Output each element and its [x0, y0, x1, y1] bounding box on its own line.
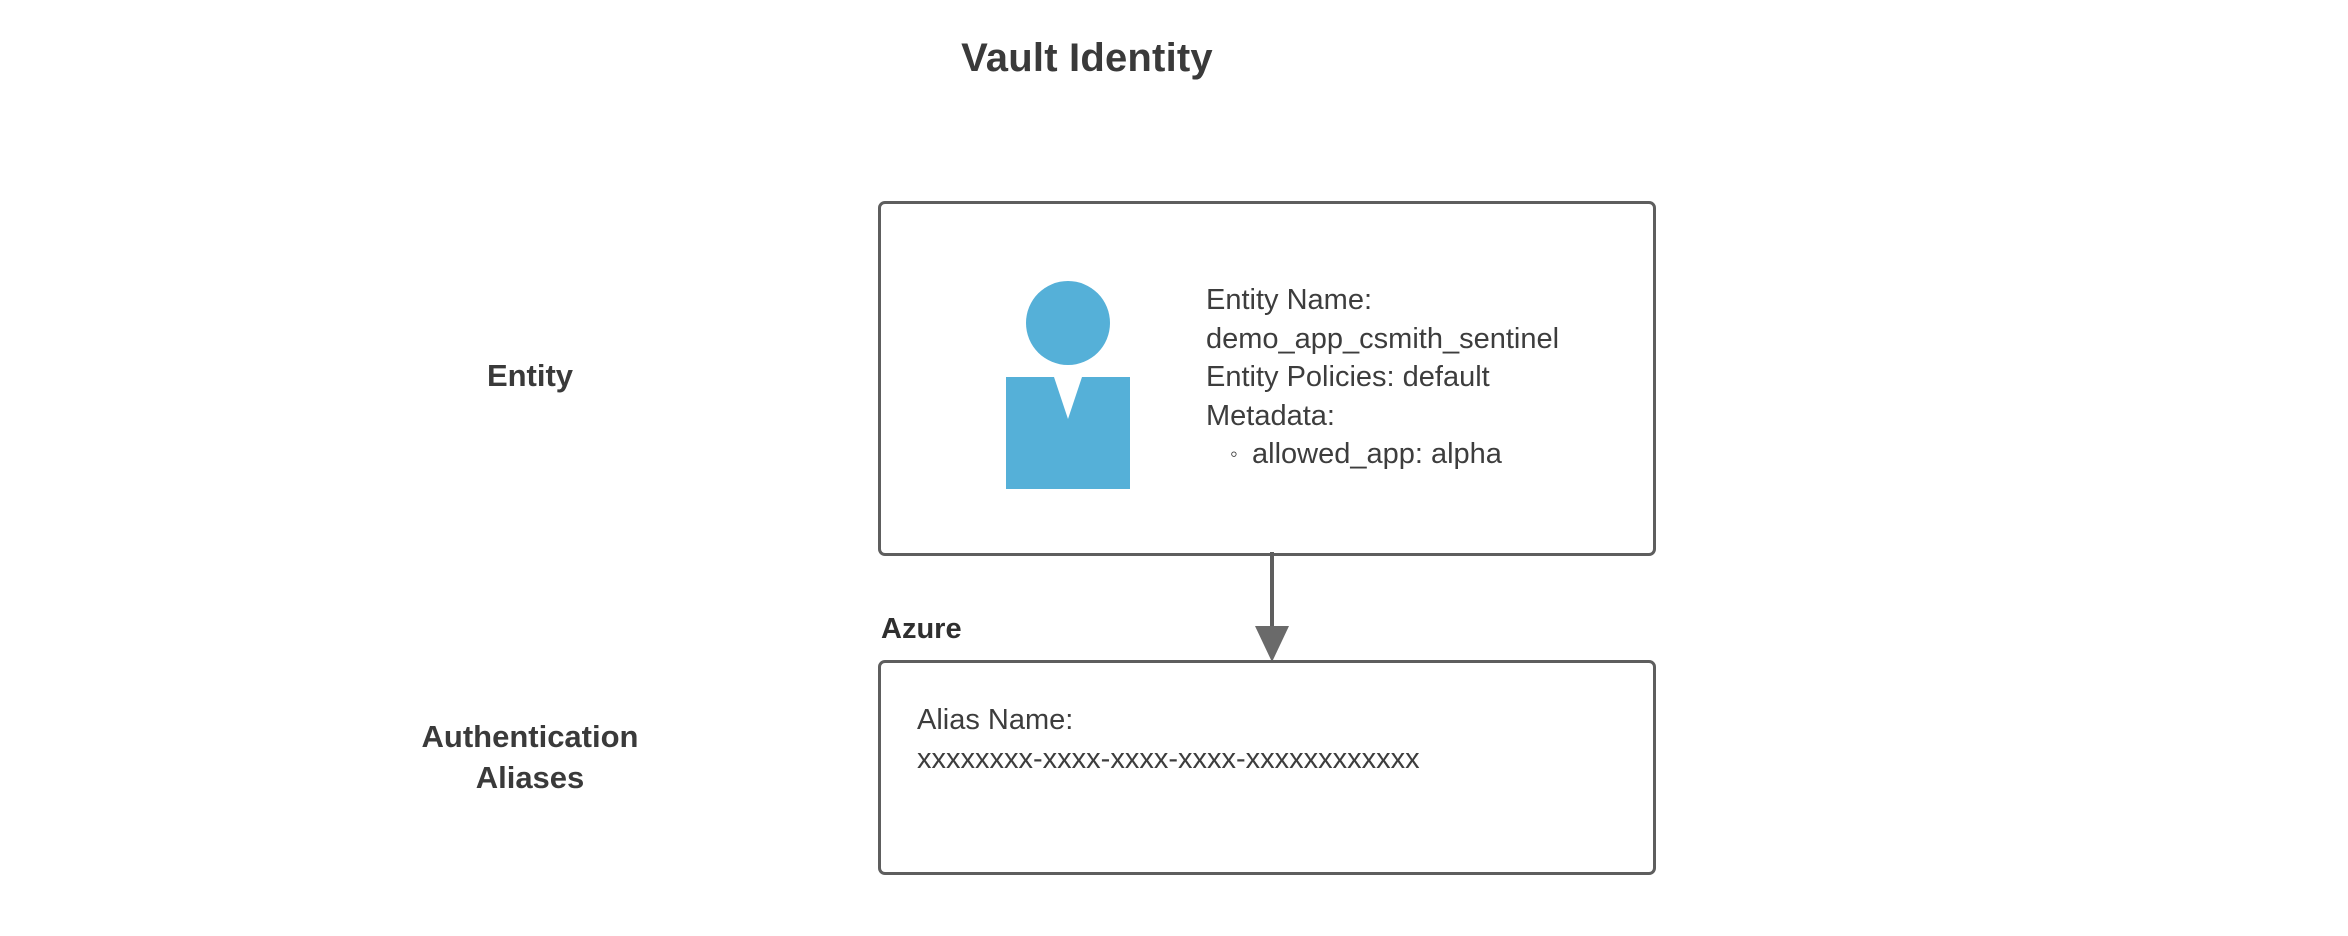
metadata-item-text: allowed_app: alpha	[1252, 438, 1502, 471]
person-icon	[988, 274, 1148, 489]
page-title: Vault Identity	[0, 36, 2348, 81]
entity-name-label: Entity Name:	[1206, 284, 1372, 316]
bullet-icon: ◦	[1230, 441, 1238, 467]
alias-card[interactable]: Alias Name: xxxxxxxx-xxxx-xxxx-xxxx-xxxx…	[878, 660, 1656, 875]
row-label-entity: Entity	[380, 356, 680, 397]
entity-metadata-label: Metadata:	[1206, 399, 1335, 432]
row-label-authentication-aliases: Authentication Aliases	[380, 717, 680, 799]
row-label-entity-text: Entity	[486, 358, 574, 393]
entity-card[interactable]: Entity Name: demo_app_csmith_sentinel En…	[878, 201, 1656, 556]
connector-arrow-entity-to-alias	[1232, 552, 1312, 664]
page-title-text: Vault Identity	[961, 36, 1213, 80]
entity-metadata-list: ◦ allowed_app: alpha	[1206, 435, 1559, 474]
alias-source-label: Azure	[881, 613, 962, 646]
entity-details: Entity Name: demo_app_csmith_sentinel En…	[1206, 281, 1559, 474]
alias-name-value: xxxxxxxx-xxxx-xxxx-xxxx-xxxxxxxxxxxx	[917, 742, 1420, 775]
metadata-item: ◦ allowed_app: alpha	[1230, 435, 1559, 474]
alias-details: Alias Name: xxxxxxxx-xxxx-xxxx-xxxx-xxxx…	[917, 701, 1420, 778]
entity-policies: Entity Policies: default	[1206, 361, 1490, 394]
row-label-aliases-line2: Aliases	[475, 759, 585, 795]
entity-name-value: demo_app_csmith_sentinel	[1206, 322, 1560, 355]
alias-name-label: Alias Name:	[917, 704, 1074, 736]
alias-source-label-text: Azure	[881, 613, 962, 645]
row-label-aliases-line1: Authentication	[421, 719, 639, 754]
